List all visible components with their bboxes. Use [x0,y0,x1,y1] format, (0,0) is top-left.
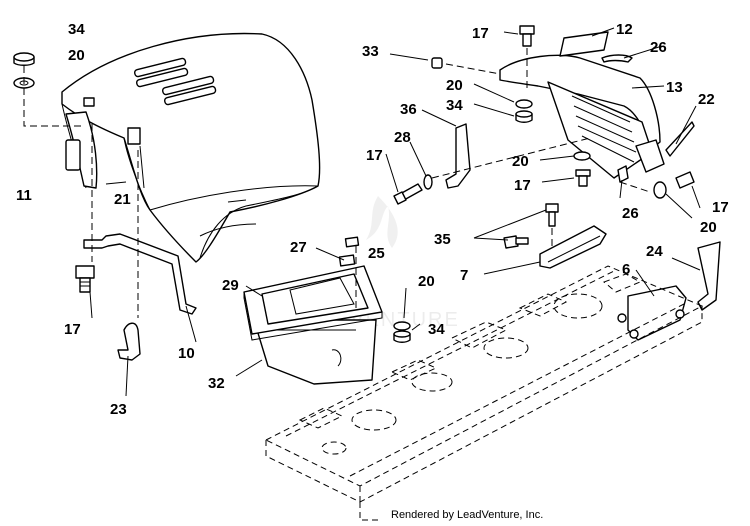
bolt-35-b[interactable] [503,235,529,249]
callout-27: 27 [290,239,307,256]
callout-20-tray: 20 [418,273,435,290]
washer-20-grille[interactable] [515,99,533,109]
callout-17-right-low: 17 [712,199,729,216]
plate-12[interactable] [559,31,609,57]
callout-32: 32 [208,375,225,392]
clip-23[interactable] [117,322,141,361]
callout-26-bottom: 26 [622,205,639,222]
chassis-frame [264,265,704,521]
clip-26-bottom[interactable] [617,165,629,183]
grille-13[interactable] [499,54,665,179]
bracket-6[interactable] [617,285,687,341]
callout-21: 21 [114,191,131,208]
bolt-17-right-low[interactable] [675,171,695,189]
callout-17-mid-left: 17 [366,147,383,164]
callouts: 34 20 11 21 17 10 23 27 25 29 32 20 34 3… [16,21,729,418]
bracket-24[interactable] [697,241,721,311]
callout-17-top: 17 [472,25,489,42]
bolt-17-left-grille[interactable] [393,183,423,205]
callout-20-grille: 20 [446,77,463,94]
clip-26-top[interactable] [601,54,633,63]
callout-17-left: 17 [64,321,81,338]
washer-20-tray[interactable] [393,321,411,331]
callout-36: 36 [400,101,417,118]
callout-25: 25 [368,245,385,262]
washer-28[interactable] [423,174,433,190]
callout-20-left: 20 [68,47,85,64]
callout-34-left: 34 [68,21,85,38]
bolt-17-left[interactable] [75,265,95,293]
callout-10: 10 [178,345,195,362]
callout-11: 11 [16,187,32,204]
hood[interactable] [61,32,321,263]
callout-34-tray: 34 [428,321,445,338]
callout-20-right-low: 20 [700,219,717,236]
bracket-36[interactable] [445,123,471,189]
callout-28: 28 [394,129,411,146]
callout-34-grille: 34 [446,97,463,114]
callout-29: 29 [222,277,239,294]
hood-vents [133,57,217,106]
render-credit: Rendered by LeadVenture, Inc. [391,509,544,521]
nut-34-grille[interactable] [515,110,533,123]
callout-20-right-mid: 20 [512,153,529,170]
callout-24: 24 [646,243,663,260]
callout-7: 7 [460,267,468,284]
grille-slots [571,95,637,163]
cap-33[interactable] [431,57,443,69]
bolt-17-right-mid[interactable] [575,169,591,187]
callout-22: 22 [698,91,715,108]
callout-13: 13 [666,79,683,96]
plate-22[interactable] [665,121,695,157]
washer-20-right-low[interactable] [653,181,667,199]
callout-6: 6 [622,261,630,278]
callout-12: 12 [616,21,633,38]
nut-34-left[interactable] [13,52,35,66]
battery-box-32[interactable] [253,319,377,385]
callout-33: 33 [362,43,379,60]
callout-17-right-mid: 17 [514,177,531,194]
washer-20-right-mid[interactable] [573,151,591,161]
bolt-35-a[interactable] [545,203,559,227]
leader-lines [89,27,701,397]
hood-rod-10[interactable] [83,233,197,315]
battery-cover-29[interactable] [243,265,383,341]
bracket-7[interactable] [539,225,607,269]
callout-26-top: 26 [650,39,667,56]
bracket-27[interactable] [338,236,360,267]
callout-23: 23 [110,401,127,418]
bolt-17-top[interactable] [519,25,535,47]
callout-35: 35 [434,231,451,248]
nut-34-tray[interactable] [393,330,411,343]
